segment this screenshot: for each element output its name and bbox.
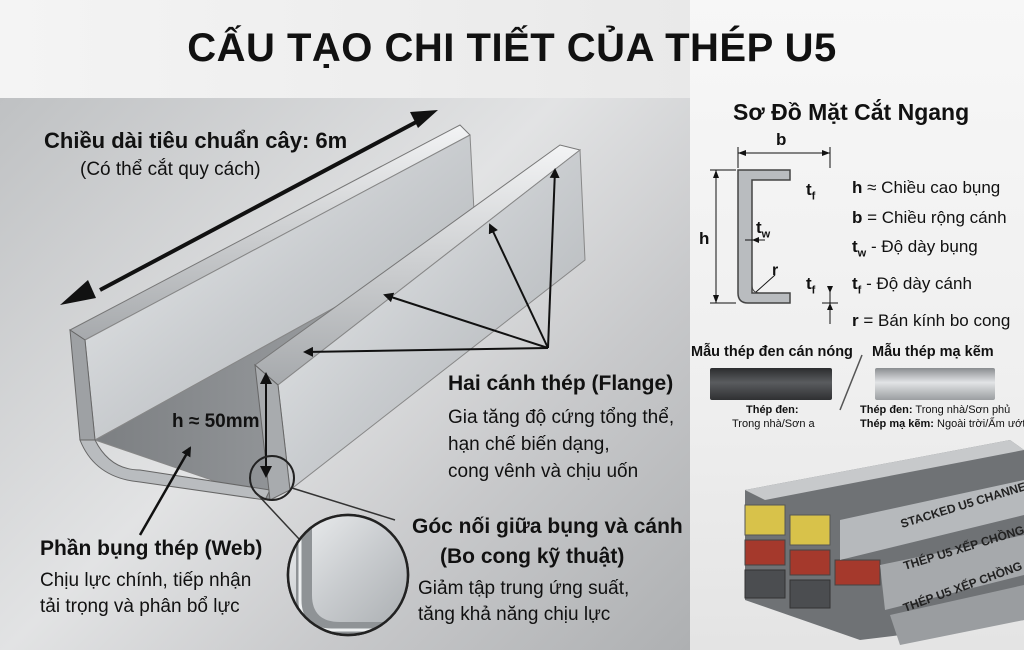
dim-tw-label: tw: [756, 218, 771, 241]
corner-zoom-inset: [286, 513, 410, 637]
zoom-connector-1: [257, 494, 301, 541]
zoom-connector-2: [291, 487, 396, 521]
legend-h: h ≈ Chiều cao bụng: [852, 178, 1001, 197]
dimension-legend: h ≈ Chiều cao bụng b = Chiều rộng cánh t…: [852, 173, 1010, 335]
galv-sample-line1: Thép đen: Trong nhà/Sơn phủ: [860, 404, 1011, 416]
height-label: h ≈ 50mm: [172, 411, 260, 432]
dim-h-label: h: [699, 229, 710, 248]
corner-highlight-circle: [249, 455, 295, 501]
u-channel-render: [69, 124, 586, 501]
legend-r: r = Bán kính bo cong: [852, 310, 1011, 330]
section-title: Sơ Đồ Mặt Cắt Ngang: [733, 99, 970, 125]
corner-subtitle: (Bo cong kỹ thuật): [440, 545, 625, 568]
legend-tw: tw - Độ dày bụng: [852, 237, 978, 260]
corner-title: Góc nối giữa bụng và cánh: [412, 515, 683, 538]
height-dim-arrow-bottom: [260, 466, 272, 478]
length-sublabel: (Có thể cắt quy cách): [80, 159, 261, 180]
flange-description: Gia tăng độ cứng tổng thể, hạn chế biến …: [448, 407, 675, 482]
web-description: Chịu lực chính, tiếp nhận tải trọng và p…: [40, 570, 252, 617]
galvanized-steel-swatch: [875, 368, 995, 400]
cross-section-diagram: [710, 147, 838, 324]
black-sample-label: Thép đen:: [746, 404, 799, 416]
dim-r-label: r: [772, 262, 779, 279]
stacked-channels-render: [744, 440, 1024, 645]
sample-divider: [839, 354, 863, 411]
page-title: CẤU TẠO CHI TIẾT CỦA THÉP U5: [187, 26, 837, 70]
corner-description: Giảm tập trung ứng suất, tăng khả năng c…: [418, 578, 630, 625]
black-steel-title: Mẫu thép đen cán nóng: [691, 344, 853, 360]
length-arrow-head-right: [410, 110, 438, 128]
web-pointer: [138, 446, 192, 536]
flange-pointers: [303, 168, 560, 357]
length-arrow-line: [99, 118, 421, 292]
height-dim-arrow-top: [260, 372, 272, 384]
black-steel-swatch: [710, 368, 832, 400]
dim-tf-top-label: tf: [806, 180, 816, 203]
dim-tf-bottom-label: tf: [806, 274, 816, 297]
black-sample-use: Trong nhà/Sơn a: [732, 418, 815, 430]
galv-sample-line2: Thép mạ kẽm: Ngoài trời/Ẩm ướt: [860, 418, 1024, 430]
top-background: [0, 0, 690, 98]
dim-b-label: b: [776, 130, 787, 149]
legend-tf: tf - Độ dày cánh: [852, 273, 972, 297]
length-label: Chiều dài tiêu chuẩn cây: 6m: [44, 128, 348, 153]
galvanized-steel-title: Mẫu thép mạ kẽm: [872, 344, 994, 360]
flange-title: Hai cánh thép (Flange): [448, 372, 674, 395]
length-arrow-head-left: [60, 280, 96, 305]
legend-b: b = Chiều rộng cánh: [852, 207, 1007, 227]
web-title: Phần bụng thép (Web): [40, 537, 263, 560]
